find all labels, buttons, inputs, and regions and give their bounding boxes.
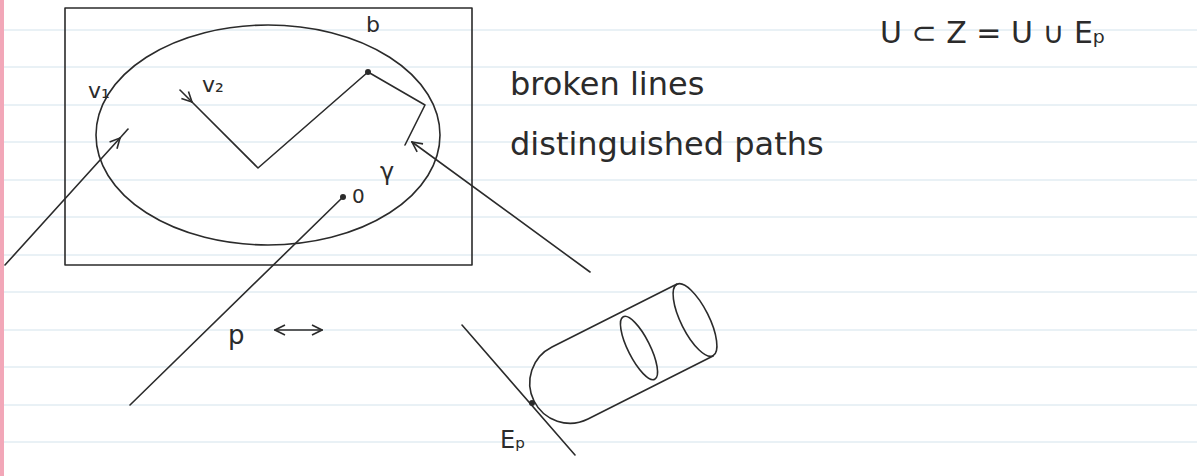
point-label: b [366, 14, 380, 36]
broken-line-v1-tail [120, 129, 128, 138]
distinguished-path [368, 72, 425, 145]
cylinder-body [530, 284, 713, 423]
cylinder-end [665, 278, 726, 362]
paper-margin [0, 0, 4, 476]
paper-rules [0, 30, 1197, 442]
note: distinguished paths [510, 128, 824, 160]
origin-label: 0 [352, 186, 365, 206]
point-dot [365, 69, 371, 75]
broken-line-v2 [192, 72, 368, 168]
ray-p [130, 197, 343, 405]
broken-line-v1 [5, 138, 120, 265]
path-label: γ [380, 160, 394, 184]
note: broken lines [510, 68, 704, 100]
formula: U ⊂ Z = U ∪ Eₚ [880, 18, 1106, 48]
correspondence-arrow [275, 329, 322, 331]
region-ellipse [96, 25, 440, 245]
divisor-label: Eₚ [500, 428, 525, 452]
ray-label: p [228, 322, 245, 348]
broken-line-v2-head [180, 90, 192, 102]
vector-label: v₂ [202, 74, 224, 96]
point-dot [529, 400, 535, 406]
cylinder-ring [613, 312, 664, 384]
vector-label: v₁ [88, 80, 110, 102]
leader-line [412, 142, 590, 272]
origin-dot [340, 194, 346, 200]
chart-rectangle [65, 8, 472, 265]
